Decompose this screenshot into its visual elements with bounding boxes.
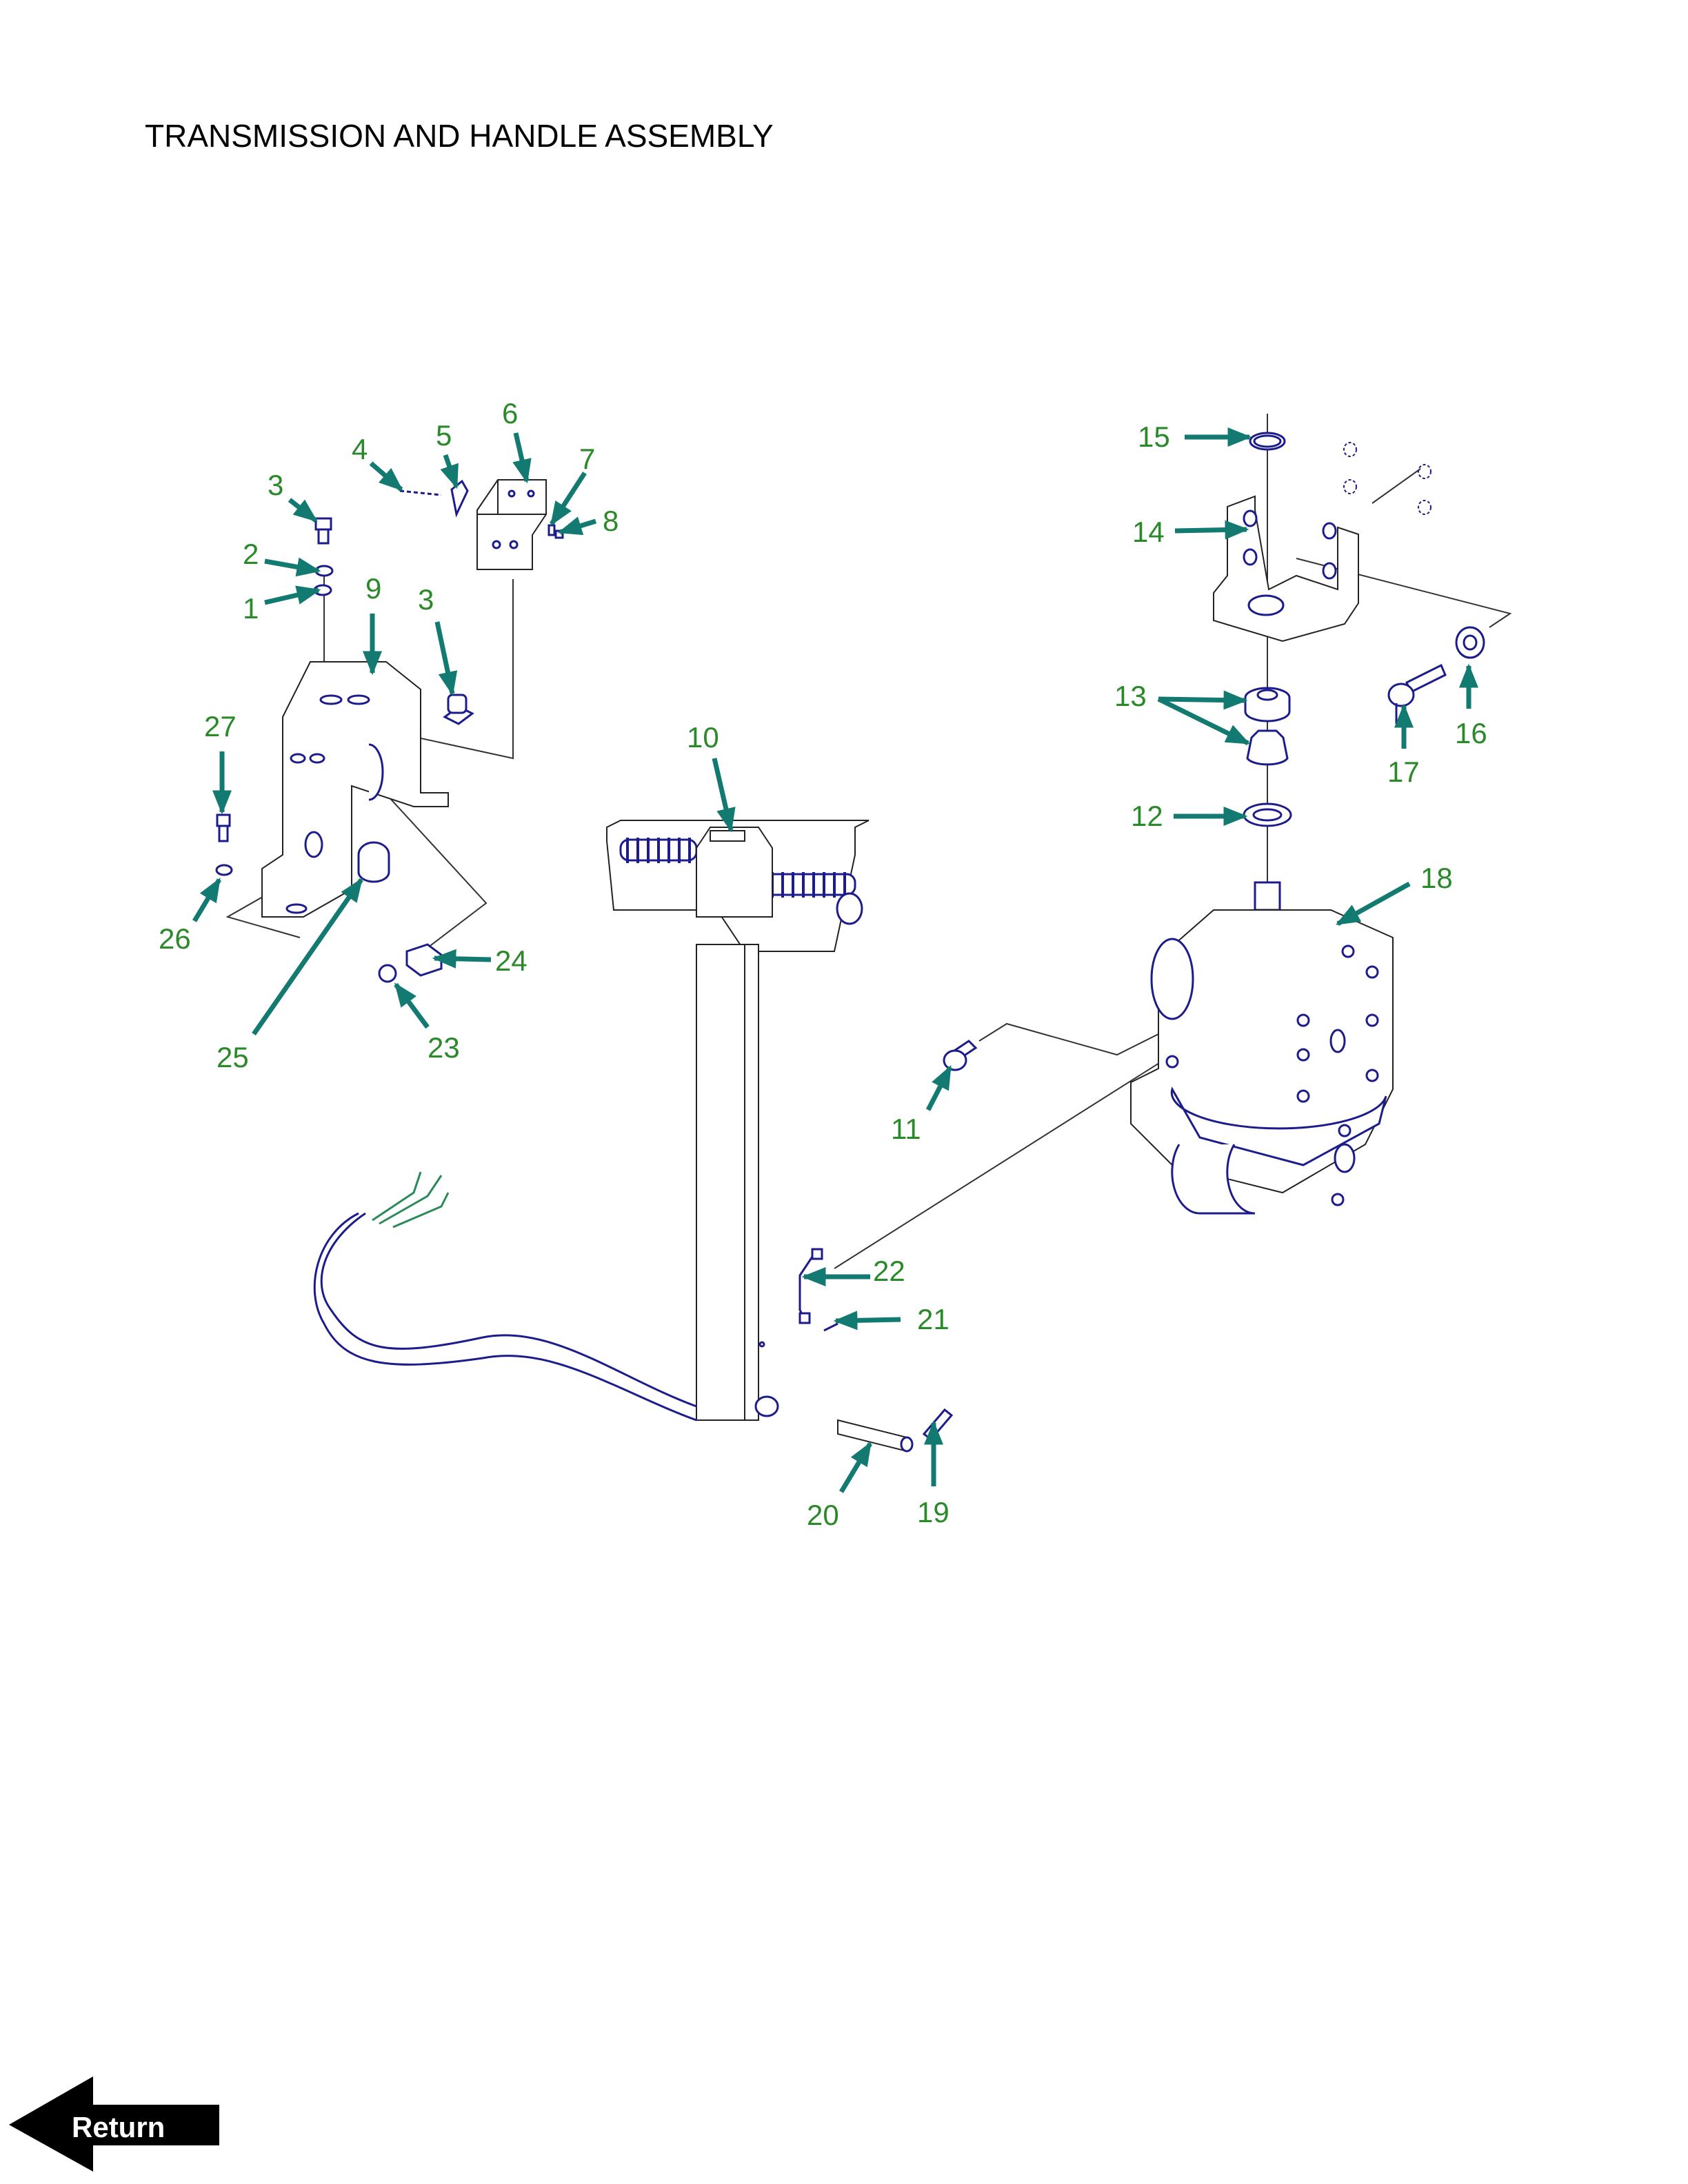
svg-text:17: 17 — [1387, 756, 1420, 788]
callout-24: 24 — [432, 944, 528, 977]
callout-21: 21 — [833, 1303, 950, 1335]
switch-bracket — [399, 479, 564, 570]
callout-16: 16 — [1455, 663, 1487, 749]
transmission — [943, 881, 1394, 1215]
svg-text:5: 5 — [436, 419, 452, 452]
svg-text:25: 25 — [217, 1041, 249, 1073]
transmission-upper-parts — [1213, 432, 1485, 827]
svg-text:13: 13 — [1114, 680, 1147, 712]
svg-text:3: 3 — [418, 583, 434, 616]
svg-text:18: 18 — [1420, 862, 1453, 894]
callout-7: 7 — [550, 443, 595, 526]
callout-14: 14 — [1132, 516, 1249, 548]
callout-6: 6 — [502, 397, 532, 484]
callout-19: 19 — [917, 1420, 950, 1528]
screw-3b — [443, 694, 474, 725]
svg-text:15: 15 — [1138, 421, 1170, 453]
svg-text:10: 10 — [687, 721, 719, 754]
callout-12: 12 — [1131, 800, 1248, 832]
callout-26: 26 — [159, 877, 222, 955]
svg-text:6: 6 — [502, 397, 518, 429]
assembly-lines — [225, 414, 1512, 1269]
motor-bracket — [261, 661, 449, 918]
callout-8: 8 — [557, 505, 619, 537]
svg-text:2: 2 — [243, 538, 259, 570]
svg-text:21: 21 — [917, 1303, 950, 1335]
left-arrow-icon — [9, 2076, 219, 2172]
svg-text:27: 27 — [204, 710, 237, 742]
callout-23: 23 — [394, 982, 460, 1064]
callout-3: 3 — [268, 469, 318, 523]
callout-9: 9 — [363, 572, 382, 676]
svg-text:7: 7 — [579, 443, 595, 475]
callout-15: 15 — [1138, 421, 1252, 453]
svg-text:1: 1 — [243, 592, 259, 625]
callout-22: 22 — [801, 1255, 905, 1287]
svg-text:4: 4 — [352, 433, 368, 465]
svg-text:23: 23 — [428, 1031, 460, 1064]
svg-text:9: 9 — [365, 572, 381, 605]
callout-10: 10 — [687, 721, 736, 833]
callout-25: 25 — [217, 878, 363, 1073]
svg-text:3: 3 — [268, 469, 283, 501]
callouts: 1 2 3 4 5 6 7 8 9 3 10 11 12 13 14 15 16… — [159, 397, 1487, 1531]
callout-11: 11 — [891, 1064, 953, 1145]
svg-text:26: 26 — [159, 922, 191, 955]
callout-2: 2 — [243, 538, 321, 577]
callout-20: 20 — [807, 1441, 873, 1531]
svg-text:16: 16 — [1455, 717, 1487, 749]
svg-text:12: 12 — [1131, 800, 1163, 832]
handle-assembly — [606, 820, 870, 1421]
svg-text:14: 14 — [1132, 516, 1165, 548]
svg-text:22: 22 — [873, 1255, 905, 1287]
svg-text:20: 20 — [807, 1499, 839, 1531]
callout-1: 1 — [243, 585, 321, 625]
svg-text:19: 19 — [917, 1496, 950, 1528]
callout-18: 18 — [1335, 862, 1453, 927]
svg-text:11: 11 — [891, 1113, 921, 1145]
svg-text:8: 8 — [603, 505, 619, 537]
svg-text:24: 24 — [495, 944, 528, 977]
page-title: TRANSMISSION AND HANDLE ASSEMBLY — [145, 118, 774, 154]
callout-5: 5 — [436, 419, 459, 489]
callout-3b: 3 — [418, 583, 458, 696]
callout-4: 4 — [352, 433, 403, 492]
callout-13: 13 — [1114, 680, 1251, 746]
callout-27: 27 — [204, 710, 237, 815]
callout-17: 17 — [1387, 703, 1420, 788]
cable — [313, 1171, 697, 1422]
return-button[interactable] — [7, 2075, 221, 2173]
